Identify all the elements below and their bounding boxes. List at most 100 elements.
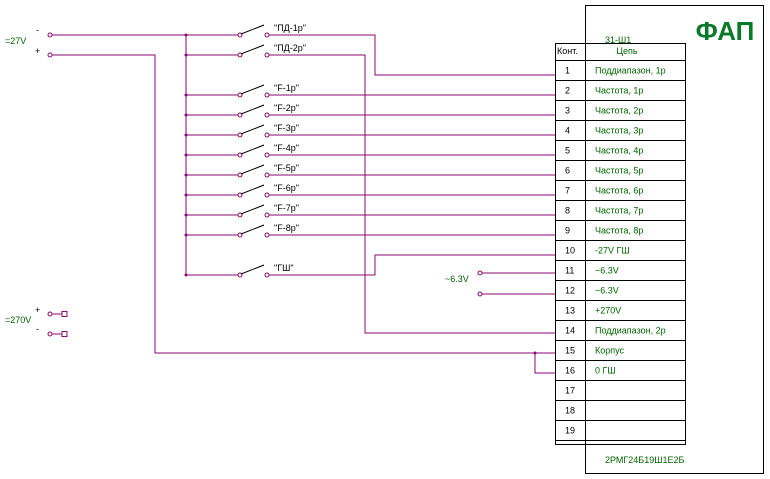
wire-pd2-to-pin14	[269, 54, 555, 334]
connector-circuit: Частота, 3р	[595, 126, 643, 136]
switch-label: "F-1р"	[274, 83, 299, 93]
switch-contact-out	[264, 192, 270, 198]
wire-case-to-0gsh	[534, 353, 555, 374]
dc27-plus-terminal	[47, 52, 53, 58]
switch-label: "F-3р"	[274, 123, 299, 133]
connector-pin: 14	[565, 326, 575, 336]
device-title: ФАП	[696, 16, 755, 46]
switch-blade	[240, 184, 265, 195]
switch-group: "ПД-1р" "ПД-2р" "F-1р" "F-2р" "F-3р" "F-4р" "F…	[184, 23, 555, 278]
connector-circuit: ~6.3V	[595, 266, 619, 276]
connector-pin: 1	[565, 66, 570, 76]
dc270-minus-terminal	[47, 331, 53, 337]
wire-pd1-to-pin1	[269, 34, 555, 76]
connector-pin: 18	[565, 406, 575, 416]
connector-circuit: Частота, 4р	[595, 146, 643, 156]
switch-contact-out	[264, 272, 270, 278]
connector-circuit: Частота, 7р	[595, 206, 643, 216]
connector-pin: 13	[565, 306, 575, 316]
switch-label: "F-7р"	[274, 203, 299, 213]
junction-case	[533, 351, 537, 355]
switch-label: "F-5р"	[274, 163, 299, 173]
dc270-plus-terminal	[47, 311, 53, 317]
dc27-minus-terminal	[47, 32, 53, 38]
connector-circuit: Частота, 2р	[595, 106, 643, 116]
device-frame	[585, 5, 764, 474]
connector-circuit: ~6.3V	[595, 286, 619, 296]
connector-pin: 10	[565, 246, 575, 256]
switch-label: "ПД-1р"	[274, 23, 306, 33]
switch-contact-out	[264, 92, 270, 98]
dc270-minus-connector	[61, 331, 68, 337]
switch-contact-out	[264, 232, 270, 238]
switch-label: "F-8р"	[274, 223, 299, 233]
connector-pin: 3	[565, 106, 570, 116]
switch-blade	[240, 44, 265, 55]
connector-header-circuit: Цепь	[616, 46, 638, 56]
connector-circuit: -27V ГШ	[595, 246, 630, 256]
connector-pin: 2	[565, 86, 570, 96]
dc27-plus-sign: +	[35, 46, 40, 56]
switch-label: "ПД-2р"	[274, 43, 306, 53]
connector-header-pin: Конт.	[557, 46, 578, 56]
connector-pin: 15	[565, 346, 575, 356]
connector-pin: 11	[565, 266, 574, 276]
connector-circuit: Корпус	[595, 346, 625, 356]
connector-pin: 12	[565, 286, 575, 296]
switch-blade	[240, 264, 265, 275]
connector-pin: 6	[565, 166, 570, 176]
switch-blade	[240, 124, 265, 135]
dc27-minus-sign: -	[36, 25, 39, 35]
connector-circuit: Частота, 8р	[595, 226, 643, 236]
connector-circuit: +270V	[595, 306, 621, 316]
connector-circuit: Поддиапазон, 2р	[595, 326, 666, 336]
switch-contact-out	[264, 112, 270, 118]
connector-table: Конт. Цепь 1 Поддиапазон, 1р 2 Частота, 1р 3…	[555, 43, 686, 445]
connector-pin: 9	[565, 226, 570, 236]
dc270-plus-connector	[61, 311, 68, 317]
ac63-terminal-2	[477, 291, 483, 297]
dc27-plus-wire	[52, 54, 555, 354]
switch-label: "ГШ"	[274, 263, 294, 273]
switch-blade	[240, 104, 265, 115]
switch-contact-out	[264, 132, 270, 138]
connector-circuit: 0 ГШ	[595, 366, 616, 376]
connector-pin: 17	[565, 386, 575, 396]
connector-pin: 7	[565, 186, 570, 196]
switch-blade	[240, 24, 265, 35]
switch-contact-out	[264, 212, 270, 218]
connector-circuit: Частота, 5р	[595, 166, 643, 176]
connector-circuit: Частота, 6р	[595, 186, 643, 196]
dc27-label: =27V	[5, 36, 26, 46]
switch-contact-out	[264, 32, 270, 38]
switch-blade	[240, 144, 265, 155]
switch-contact-out	[264, 152, 270, 158]
connector-pin: 8	[565, 206, 570, 216]
ac63-label: ~6.3V	[445, 274, 469, 284]
dc270-minus-sign: -	[36, 324, 39, 334]
switch-blade	[240, 164, 265, 175]
connector-designator: 31-Ш1	[605, 35, 631, 45]
dc270-label: =270V	[5, 315, 31, 325]
switch-blade	[240, 84, 265, 95]
connector-pin: 4	[565, 126, 570, 136]
switch-blade	[240, 204, 265, 215]
switch-label: "F-4р"	[274, 143, 299, 153]
connector-part-number: 2РМГ24Б19Ш1Е2Б	[605, 455, 684, 465]
switch-contact-out	[264, 52, 270, 58]
switch-contact-out	[264, 172, 270, 178]
connector-circuit: Поддиапазон, 1р	[595, 66, 666, 76]
connector-table-border	[555, 43, 686, 445]
switch-label: "F-6р"	[274, 183, 299, 193]
connector-circuit: Частота, 1р	[595, 86, 643, 96]
switch-label: "F-2р"	[274, 103, 299, 113]
ac63-terminal-1	[477, 270, 483, 276]
connector-pin: 19	[565, 426, 575, 436]
switch-blade	[240, 224, 265, 235]
dc270-plus-sign: +	[35, 305, 40, 315]
wire-gsh-to-pin10	[269, 254, 555, 276]
wiring	[47, 32, 555, 374]
connector-pin: 5	[565, 146, 570, 156]
connector-pin: 16	[565, 366, 575, 376]
